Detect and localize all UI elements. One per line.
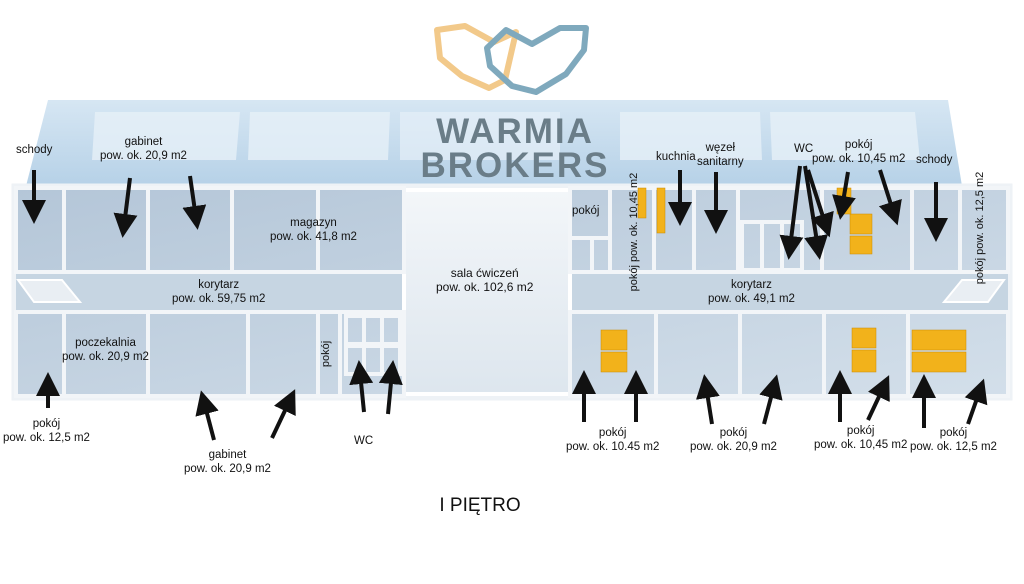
label-pokoj-vertical-1045: pokój pow. ok. 10,45 m2	[628, 172, 640, 292]
glass-roof	[26, 100, 962, 186]
floor-label: I PIĘTRO	[439, 495, 521, 516]
label-kuchnia: kuchnia	[656, 151, 696, 163]
label-pokoj-small: pokój	[572, 205, 600, 217]
label-schody-left: schody	[16, 144, 53, 156]
label-pokoj-small-vertical: pokój	[320, 340, 332, 368]
label-wc-bottom: WC	[354, 435, 374, 447]
brand-line2: BROKERS	[420, 146, 610, 185]
label-pokoj-vertical-125: pokój pow. ok. 12,5 m2	[974, 171, 986, 285]
label-wc-top: WC	[794, 143, 814, 155]
brand-line1: WARMIA	[436, 112, 594, 151]
logo-icon	[434, 23, 589, 95]
arrows	[22, 165, 988, 441]
label-schody-right: schody	[916, 154, 953, 166]
building	[11, 183, 1013, 401]
